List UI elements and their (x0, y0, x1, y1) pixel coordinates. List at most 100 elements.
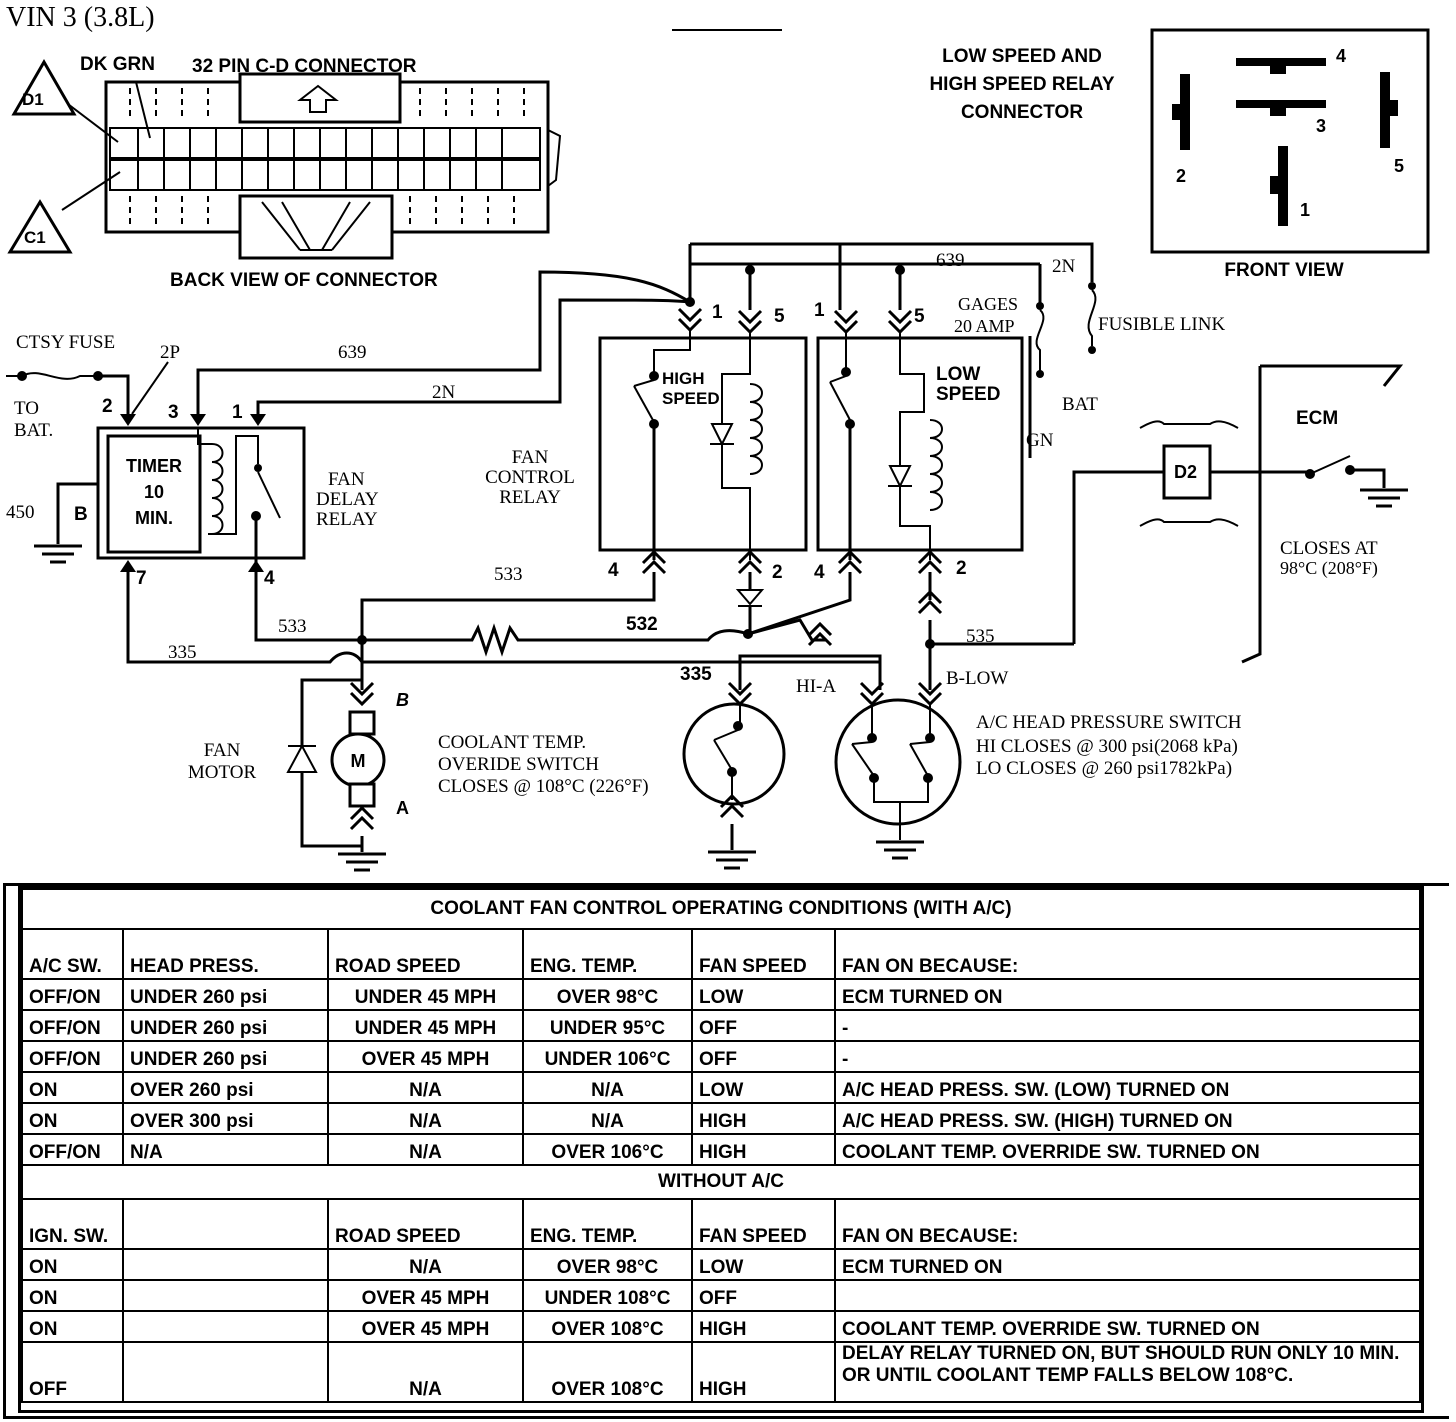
table-cell: A/C HEAD PRESS. SW. (HIGH) TURNED ON (834, 1102, 1421, 1135)
relay-connector: LOW SPEED AND HIGH SPEED RELAY CONNECTOR… (929, 28, 1430, 281)
table-cell (122, 1198, 329, 1250)
table-cell (834, 1279, 1421, 1312)
table-cell: OFF/ON (21, 1009, 124, 1042)
table-cell: UNDER 260 psi (122, 978, 329, 1011)
table-cell: ENG. TEMP. (522, 928, 693, 980)
table-cell: UNDER 260 psi (122, 1040, 329, 1073)
table-cell: N/A (327, 1071, 524, 1104)
table-cell: N/A (122, 1133, 329, 1166)
motor-a-label: A (396, 798, 409, 818)
timer-label-2: 10 (144, 482, 164, 502)
closes-at-label-2: 98°C (208°F) (1280, 558, 1378, 579)
table-cell: OFF/ON (21, 1040, 124, 1073)
coolant-override-switch: COOLANT TEMP. OVERIDE SWITCH CLOSES @ 10… (438, 681, 786, 870)
ls-pin-5: 5 (914, 306, 925, 327)
table-cell (122, 1310, 329, 1343)
table-cell (122, 1248, 329, 1281)
fan-delay-label-1: FAN (328, 469, 365, 490)
relay-conn-title-3: CONNECTOR (961, 102, 1083, 123)
table-cell: HIGH (691, 1341, 836, 1403)
table-cell: ENG. TEMP. (522, 1198, 693, 1250)
ground-b-label: B (74, 504, 88, 525)
ls-pin-2: 2 (956, 558, 967, 579)
table-cell: FAN ON BECAUSE: (834, 1198, 1421, 1250)
operating-conditions-table: COOLANT FAN CONTROL OPERATING CONDITIONS… (18, 885, 1424, 1413)
table-cell: OFF (691, 1009, 836, 1042)
d2-label: D2 (1174, 462, 1197, 482)
table-cell: ON (21, 1248, 124, 1281)
ckt-535-label: 535 (966, 626, 995, 647)
table-cell: ROAD SPEED (327, 928, 524, 980)
high-speed-label-1: HIGH (662, 369, 705, 388)
table-cell: A/C HEAD PRESS. SW. (LOW) TURNED ON (834, 1071, 1421, 1104)
ckt-2n-top: 2N (1052, 256, 1076, 277)
table-cell: LOW (691, 1071, 836, 1104)
ls-pin-1: 1 (814, 300, 825, 321)
marker-c1: C1 (24, 228, 46, 247)
table-cell: OVER 300 psi (122, 1102, 329, 1135)
fuse-circuit-label: 2P (160, 342, 180, 363)
ecm-label: ECM (1296, 408, 1338, 429)
fan-delay-relay: CTSY FUSE 2P TO BAT. 2 3 1 TIMER 10 MIN.… (6, 332, 882, 690)
ac-label-1: A/C HEAD PRESSURE SWITCH (976, 712, 1242, 733)
table-cell: HIGH (691, 1102, 836, 1135)
table-cell: N/A (522, 1102, 693, 1135)
table-cell: OFF (21, 1341, 124, 1403)
relay-conn-caption: FRONT VIEW (1224, 260, 1343, 281)
table-cell: N/A (327, 1341, 524, 1403)
table-cell: OFF/ON (21, 1133, 124, 1166)
table-cell: HIGH (691, 1310, 836, 1343)
table-cell (122, 1341, 329, 1403)
high-speed-label-2: SPEED (662, 389, 720, 408)
table-cell: ROAD SPEED (327, 1198, 524, 1250)
relay-conn-title-1: LOW SPEED AND (942, 46, 1102, 67)
bat-label: BAT (1062, 394, 1098, 415)
cd-connector: DK GRN 32 PIN C-D CONNECTOR (7, 54, 562, 291)
conditions-grid: COOLANT FAN CONTROL OPERATING CONDITIONS… (21, 888, 1421, 1403)
table-title: COOLANT FAN CONTROL OPERATING CONDITIONS… (21, 888, 1421, 930)
pin-7-label: 7 (136, 568, 147, 589)
table-cell: N/A (327, 1133, 524, 1166)
table-cell: COOLANT TEMP. OVERRIDE SW. TURNED ON (834, 1133, 1421, 1166)
wire-color-label: DK GRN (80, 54, 155, 75)
connector-caption: BACK VIEW OF CONNECTOR (170, 270, 438, 291)
low-speed-label-2: SPEED (936, 384, 1000, 405)
fan-delay-label-2: DELAY (316, 489, 379, 510)
hs-pin-2: 2 (772, 562, 783, 583)
hs-pin-1: 1 (712, 302, 723, 323)
ckt-532-label: 532 (626, 614, 658, 635)
gages-label-1: GAGES (958, 294, 1018, 314)
fan-control-label-2: CONTROL (485, 467, 575, 488)
table-subtitle: WITHOUT A/C (21, 1164, 1421, 1200)
table-cell: HIGH (691, 1133, 836, 1166)
table-cell: UNDER 45 MPH (327, 1009, 524, 1042)
marker-d1: D1 (22, 90, 44, 109)
ckt-335-left: 335 (168, 642, 197, 663)
table-cell: OVER 45 MPH (327, 1279, 524, 1312)
table-frame (3, 883, 1449, 1419)
table-cell: - (834, 1040, 1421, 1073)
relay-conn-title-2: HIGH SPEED RELAY (929, 74, 1114, 95)
pin-4-label: 4 (264, 568, 275, 589)
table-cell: FAN ON BECAUSE: (834, 928, 1421, 980)
table-cell (122, 1279, 329, 1312)
ecm-block: D2 ECM CLOSES AT 98°C (208°F) (1072, 364, 1410, 664)
to-bat-label-1: TO (14, 398, 39, 419)
timer-label-3: MIN. (135, 508, 173, 528)
to-bat-label-2: BAT. (14, 420, 53, 441)
pin-2-label: 2 (102, 396, 113, 417)
coolant-label-2: OVERIDE SWITCH (438, 754, 599, 775)
fusible-link-label: FUSIBLE LINK (1098, 314, 1225, 335)
pin-1-label: 1 (232, 402, 243, 423)
power-wires: 639 2N GAGES 20 AMP FUSIBLE LINK BAT GN … (196, 242, 1225, 458)
table-cell: N/A (327, 1102, 524, 1135)
table-cell: ON (21, 1279, 124, 1312)
ckt-533-left: 533 (278, 616, 307, 637)
fan-delay-label-3: RELAY (316, 509, 378, 530)
